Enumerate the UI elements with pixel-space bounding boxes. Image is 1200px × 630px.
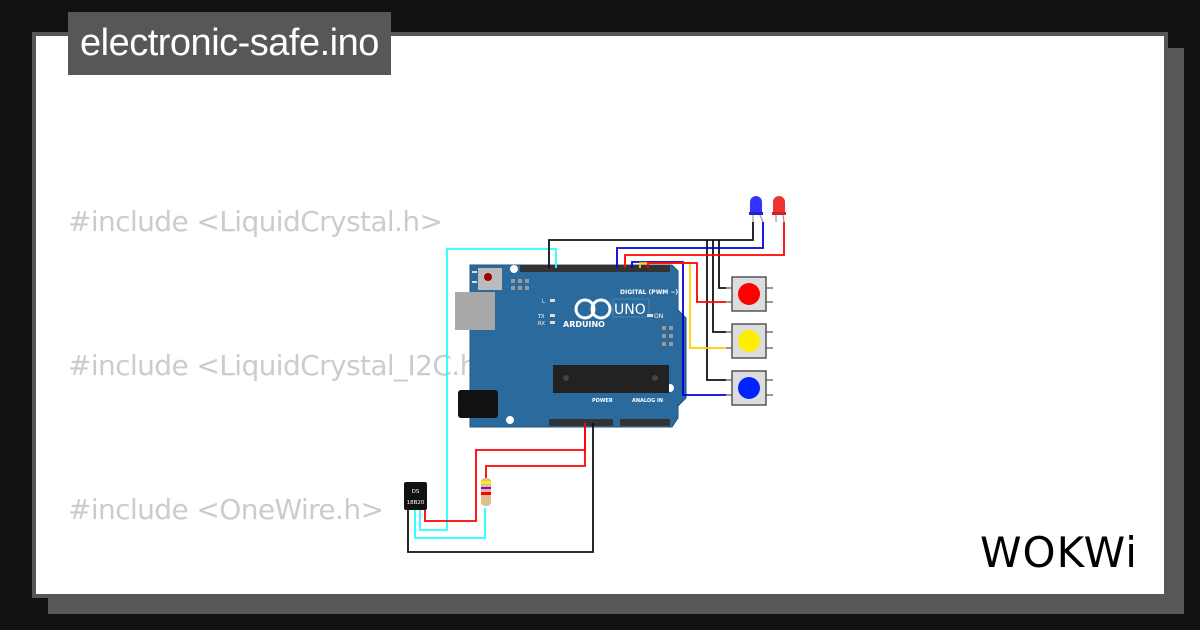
on-label: ON bbox=[654, 313, 663, 320]
resistor[interactable] bbox=[481, 478, 491, 506]
code-line: #include <LiquidCrystal_I2C.h> bbox=[68, 349, 500, 382]
led-label-rx: RX bbox=[538, 321, 545, 327]
code-line: #include <LiquidCrystal.h> bbox=[68, 205, 443, 238]
analog-header bbox=[620, 419, 670, 426]
led-label-l: L bbox=[542, 299, 545, 305]
digital-header-high bbox=[520, 265, 608, 272]
arduino-brand: ARDUINO bbox=[563, 320, 605, 329]
code-preview: #include <LiquidCrystal.h> #include <Liq… bbox=[68, 102, 521, 594]
sensor-label-1: DS bbox=[412, 489, 420, 495]
ds18b20-sensor[interactable]: DS 18B20 bbox=[404, 482, 427, 510]
led-red[interactable] bbox=[772, 196, 786, 223]
svg-text:WOKWi: WOKWi bbox=[980, 528, 1138, 577]
arduino-uno-board[interactable]: DIGITAL (PWM ~) ARDUINO UNO ON L TX RX P… bbox=[455, 264, 687, 428]
wires bbox=[407, 222, 785, 553]
atmega-chip bbox=[553, 365, 669, 393]
led-blue[interactable] bbox=[749, 196, 764, 223]
usb-port bbox=[455, 292, 495, 330]
project-title: electronic-safe.ino bbox=[68, 12, 391, 75]
pushbutton-yellow[interactable] bbox=[726, 323, 773, 359]
wokwi-logo: WOKWi bbox=[980, 528, 1138, 577]
code-line: #include <OneWire.h> bbox=[68, 493, 384, 526]
power-header bbox=[549, 419, 613, 426]
sensor-label-2: 18B20 bbox=[407, 500, 425, 506]
power-jack bbox=[458, 390, 498, 418]
digital-header-low bbox=[604, 265, 670, 272]
power-label: POWER bbox=[592, 398, 613, 404]
pushbutton-red[interactable] bbox=[726, 276, 773, 312]
digital-label: DIGITAL (PWM ~) bbox=[620, 289, 678, 296]
pushbutton-blue[interactable] bbox=[726, 370, 773, 406]
led-label-tx: TX bbox=[537, 314, 545, 320]
analog-label: ANALOG IN bbox=[632, 398, 663, 404]
board-model: UNO bbox=[614, 302, 646, 318]
